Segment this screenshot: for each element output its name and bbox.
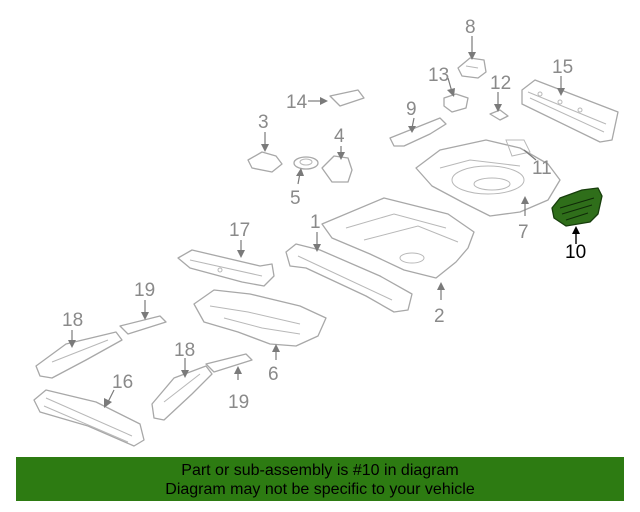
callout-4: 4 [334, 126, 345, 160]
callout-label-7: 7 [518, 222, 529, 243]
banner-line-1: Part or sub-assembly is #10 in diagram [181, 462, 459, 479]
callout-15: 15 [552, 57, 573, 96]
part-16-side-sill[interactable] [33, 389, 145, 447]
parts-diagram: 15 8 13 12 14 9 [33, 17, 619, 447]
part-13-bracket[interactable] [443, 93, 469, 113]
part-11-spare-tire-well[interactable] [415, 139, 561, 217]
part-18-rail-upper[interactable] [35, 331, 123, 379]
part-3-bracket[interactable] [247, 151, 283, 173]
part-14-pad[interactable] [329, 89, 365, 107]
callout-label-14: 14 [286, 92, 308, 113]
callout-label-19-upper: 19 [134, 280, 155, 301]
part-6-floor-section[interactable] [193, 289, 327, 347]
callout-label-18-lower: 18 [174, 340, 195, 361]
callout-8: 8 [465, 17, 476, 60]
callout-12: 12 [490, 73, 511, 112]
callout-2: 2 [434, 282, 445, 327]
part-2-floor-pan[interactable] [321, 197, 475, 279]
part-15-rear-crossmember[interactable] [521, 79, 619, 143]
part-19-bracket-upper[interactable] [119, 315, 167, 335]
callout-14: 14 [286, 92, 328, 113]
callout-9: 9 [406, 99, 417, 133]
callout-6: 6 [268, 344, 280, 385]
callout-label-10: 10 [565, 242, 586, 263]
callout-10: 10 [565, 226, 586, 263]
part-5-plug[interactable] [293, 156, 319, 170]
callout-7: 7 [518, 196, 529, 243]
part-8-bracket[interactable] [457, 57, 487, 79]
callout-19-lower: 19 [228, 366, 249, 413]
callout-label-17: 17 [229, 220, 250, 241]
callout-17: 17 [229, 220, 250, 258]
callout-18-lower: 18 [174, 340, 195, 378]
part-18-rail-lower[interactable] [151, 365, 213, 421]
callout-19-upper: 19 [134, 280, 155, 320]
callout-label-12: 12 [490, 73, 511, 94]
callout-label-8: 8 [465, 17, 476, 38]
part-9-reinforcement[interactable] [389, 117, 447, 147]
callout-18-upper: 18 [62, 310, 83, 348]
part-1-floor-frame[interactable] [285, 243, 413, 313]
callout-label-13: 13 [428, 65, 449, 86]
part-19-bracket-lower[interactable] [205, 353, 253, 373]
info-banner: Part or sub-assembly is #10 in diagram D… [16, 457, 624, 501]
callout-11: 11 [523, 149, 552, 179]
callout-label-9: 9 [406, 99, 417, 120]
callout-3: 3 [258, 112, 269, 152]
banner-line-2: Diagram may not be specific to your vehi… [165, 481, 475, 498]
part-10-highlighted[interactable] [551, 187, 603, 227]
callout-16: 16 [104, 372, 133, 408]
callout-label-2: 2 [434, 306, 445, 327]
callout-label-15: 15 [552, 57, 573, 78]
callout-label-4: 4 [334, 126, 345, 147]
callout-1: 1 [310, 212, 321, 252]
callout-label-16: 16 [112, 372, 133, 393]
callout-label-18-upper: 18 [62, 310, 83, 331]
callout-13: 13 [428, 65, 455, 97]
callout-5: 5 [290, 168, 304, 209]
callout-label-19-lower: 19 [228, 392, 249, 413]
part-17-crossmember[interactable] [177, 249, 275, 287]
part-4-mount[interactable] [321, 155, 353, 183]
callout-label-6: 6 [268, 364, 279, 385]
callout-label-5: 5 [290, 188, 301, 209]
callout-label-11: 11 [532, 158, 552, 179]
callout-label-3: 3 [258, 112, 269, 133]
callout-label-1: 1 [310, 212, 321, 233]
part-12-clip[interactable] [489, 109, 509, 121]
